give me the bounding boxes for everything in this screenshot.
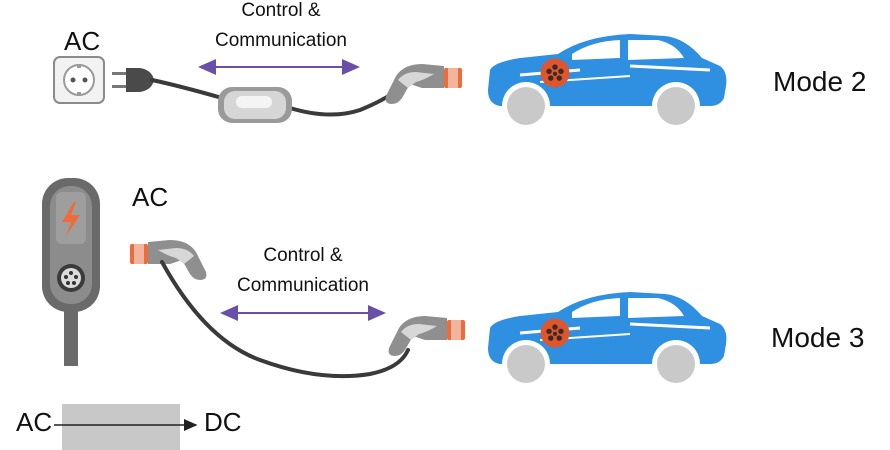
mode2-source-label: AC	[64, 26, 101, 56]
converter-input-label: AC	[16, 407, 53, 437]
converter-output-label: DC	[204, 407, 242, 437]
mode3-link-label: Control & Communication	[218, 241, 388, 301]
mode2-link-label-line1: Control &	[241, 0, 321, 21]
mode3-cable	[160, 260, 410, 379]
mode2-plug-icon	[112, 68, 154, 92]
mode3-source-label: AC	[132, 182, 169, 212]
lightning-icon	[62, 202, 80, 236]
mode2-label: Mode 2	[773, 66, 867, 97]
mode2-wall-socket-icon	[53, 56, 105, 104]
mode3-link-label-line1: Control &	[263, 245, 343, 266]
mode3-connector-icon	[388, 316, 465, 356]
wallbox-icon	[42, 178, 100, 366]
mode2-link-label-line2: Communication	[215, 30, 347, 51]
mode3-link-label-line2: Communication	[237, 275, 369, 296]
mode3-car-inlet-icon	[540, 318, 570, 348]
control-box-icon	[218, 87, 292, 123]
mode2-connector-icon	[385, 64, 462, 104]
mode2-car-icon	[486, 32, 728, 130]
mode3-car-icon	[486, 290, 728, 388]
mode2-car-inlet-icon	[540, 58, 570, 88]
converter-box	[62, 404, 180, 450]
mode2-link-label: Control & Communication	[196, 0, 366, 56]
mode3-label: Mode 3	[771, 322, 865, 353]
